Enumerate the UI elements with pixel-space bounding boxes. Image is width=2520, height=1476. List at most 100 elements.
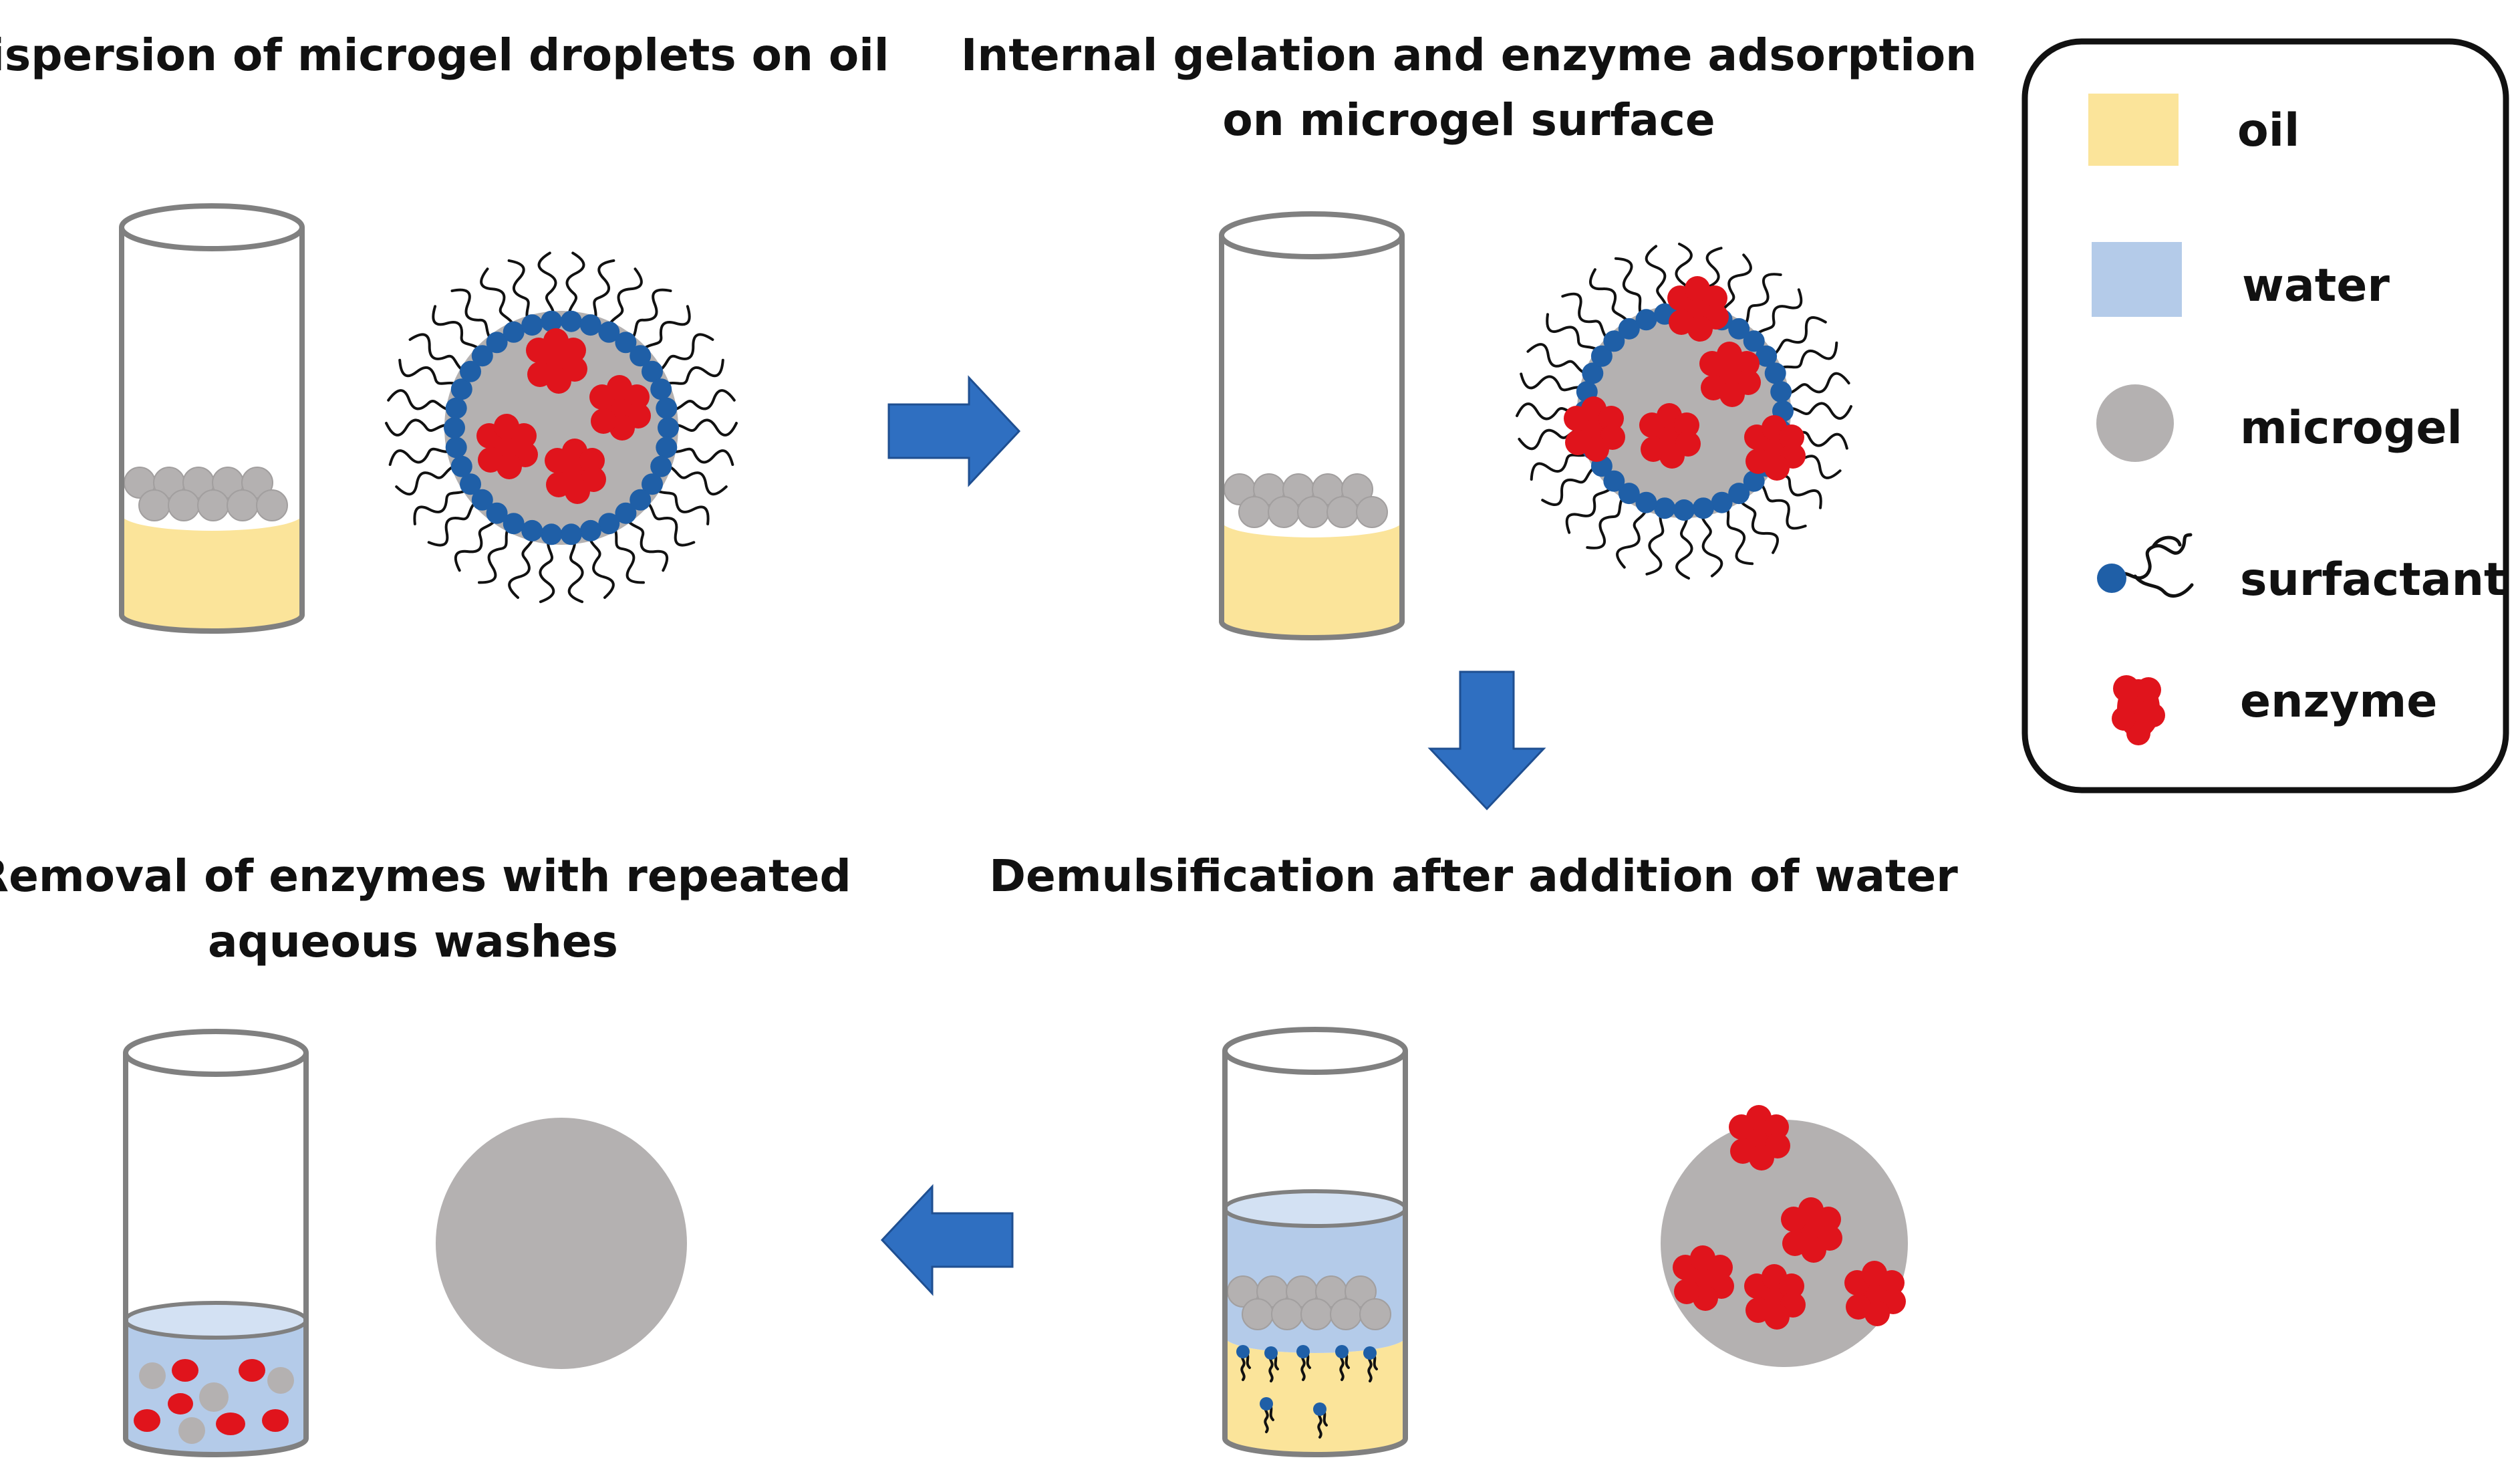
surfactant-head — [521, 519, 543, 541]
surfactant-head — [471, 345, 493, 367]
oil-layer — [1222, 521, 1402, 638]
microgel-particle — [199, 1382, 229, 1412]
surfactant-tail — [1700, 507, 1723, 578]
surfactant-tail — [1541, 465, 1603, 507]
surfactant-head — [1582, 362, 1604, 384]
microgel-bead — [1238, 496, 1270, 528]
surfactant-head — [1618, 483, 1640, 505]
water-surface — [1223, 1189, 1407, 1228]
surfactant-tail — [639, 498, 696, 547]
surfactant-head — [1335, 1345, 1349, 1358]
surfactant-head — [486, 332, 508, 354]
surfactant-tail — [588, 529, 615, 599]
legend-label-oil: oil — [2237, 104, 2299, 157]
surfactant-tail — [624, 288, 672, 344]
surfactant-tail — [1675, 509, 1693, 580]
surfactant-tail — [1586, 492, 1631, 549]
surfactant-head — [471, 489, 493, 511]
microgel-bead-layer — [124, 467, 288, 521]
surfactant-tail — [408, 333, 472, 373]
surfactant-tail — [388, 446, 458, 466]
surfactant-head — [1743, 330, 1765, 352]
surfactant-tail — [1616, 501, 1648, 569]
surfactant-head — [1654, 497, 1676, 519]
microgel-bead — [138, 489, 170, 521]
surfactant-tail — [667, 418, 738, 437]
surfactant-tail — [480, 267, 515, 334]
surfactant-tail — [1737, 492, 1780, 554]
surfactant-tail — [1737, 273, 1782, 330]
microgel-bead — [241, 467, 273, 499]
surfactant-head — [460, 360, 481, 382]
microgel-circle-icon — [2096, 384, 2174, 462]
enzyme-blob-icon — [2112, 675, 2165, 745]
arrow-down-icon — [1427, 670, 1546, 811]
surfactant-head — [629, 345, 652, 367]
water-swatch-icon — [2092, 242, 2182, 317]
surfactant-tail — [1588, 268, 1631, 330]
surfactant-head — [1764, 362, 1786, 384]
microgel-with-enzymes — [1661, 1105, 1908, 1367]
surfactant-tail — [651, 483, 710, 525]
surfactant-head — [1590, 345, 1613, 367]
surfactant-head — [503, 321, 525, 343]
surfactant-head — [1770, 381, 1792, 403]
surfactant-head — [615, 332, 637, 354]
enzyme-particle — [216, 1412, 245, 1435]
surfactant-tail — [398, 358, 463, 391]
microgel-bead — [197, 489, 229, 521]
surfactant-head — [445, 397, 467, 419]
microgel-bead — [1326, 496, 1359, 528]
microgel-bead — [1359, 1298, 1391, 1330]
enzyme-particle — [239, 1359, 265, 1382]
surfactant-tail — [450, 288, 499, 344]
caption-line: Demulsification after addition of water — [989, 850, 1958, 902]
surfactant-head — [1728, 483, 1750, 505]
surfactant-head — [1313, 1402, 1326, 1416]
surfactant-head — [450, 455, 472, 477]
surfactant-head — [642, 360, 663, 382]
microgel-droplet-with-surfactant — [385, 251, 738, 604]
surfactant-tail — [660, 358, 724, 391]
surfactant-head — [1635, 309, 1657, 331]
surfactant-head — [444, 417, 465, 439]
legend-label-microgel: microgel — [2240, 402, 2463, 455]
surfactant-head — [615, 502, 637, 524]
surfactant-head — [1728, 318, 1750, 340]
surfactant-tail — [624, 511, 669, 572]
surfactant-tail — [607, 267, 643, 334]
surfactant-head — [1603, 470, 1625, 492]
surfactant-head — [579, 519, 601, 541]
surfactant-tail — [395, 465, 463, 496]
enzyme-particle — [172, 1359, 198, 1382]
surfactant-heads — [444, 310, 679, 545]
caption-bottom-right: Demulsification after addition of water — [989, 850, 1958, 902]
surfactant-tail — [1645, 245, 1668, 316]
microgel-bead — [1356, 496, 1388, 528]
surfactant-tail — [1645, 507, 1667, 576]
microgel-bead — [256, 489, 288, 521]
surfactant-tails — [385, 251, 738, 604]
surfactant-tail — [508, 529, 535, 599]
surfactant-tail — [651, 333, 714, 373]
surfactant-head — [658, 417, 679, 439]
microgel-bead — [168, 489, 200, 521]
surfactant-head — [450, 378, 472, 400]
surfactant-head — [1264, 1346, 1278, 1360]
microgel-bead-layer — [1224, 473, 1388, 528]
surfactant-head — [1756, 345, 1778, 367]
caption-line: Dispersion of microgel droplets on oil — [0, 29, 889, 81]
microgel-particle — [178, 1417, 205, 1444]
surfactant-tail — [1546, 313, 1603, 358]
microgel-bead — [227, 489, 259, 521]
surfactant-head — [541, 523, 563, 545]
surfactant-tail — [567, 533, 584, 604]
surfactant-tail — [387, 389, 458, 411]
surfactant-head — [650, 378, 672, 400]
surfactant-head — [642, 473, 663, 495]
surfactant-tail — [1765, 316, 1827, 358]
surfactant-tail — [454, 511, 499, 572]
surfactant-tail — [507, 259, 534, 327]
enzyme-particle — [262, 1409, 289, 1432]
